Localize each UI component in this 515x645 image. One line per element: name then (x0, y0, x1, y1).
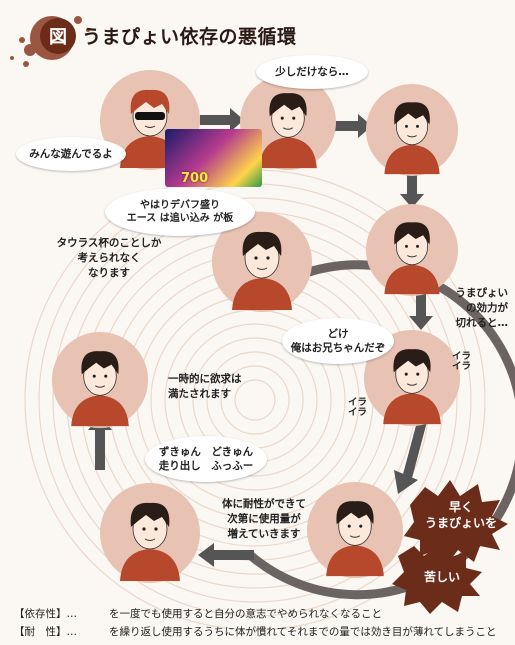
person-hooked (366, 84, 458, 176)
background-ring (52, 197, 458, 603)
shirt (120, 549, 180, 581)
arrow-down-right (394, 418, 428, 494)
person-tolerance (100, 483, 200, 583)
mouth (349, 535, 361, 538)
eye (92, 374, 96, 378)
burst-hurry-text: 早く うまぴょいを (424, 500, 497, 530)
eye (154, 527, 158, 531)
eye (142, 527, 146, 531)
game-card: 700 (165, 129, 262, 187)
eye (266, 256, 270, 260)
hair (130, 89, 170, 114)
page-title: うまぴょい依存の悪循環 (82, 26, 297, 48)
label-taurus: タウラス杯のことしか 考えられなく なります (56, 237, 162, 280)
person-craving (307, 482, 403, 578)
background-ring (234, 379, 276, 421)
arrow-down-2 (409, 290, 433, 330)
bubble-everyone-plays-text: みんな遊んでるよ (29, 147, 113, 160)
label-irritation-2: イラ イラ (348, 397, 368, 419)
bubble-kiss-text: どけ 俺はお兄ちゃんだぞ (290, 327, 386, 354)
mouth (144, 125, 156, 128)
eye (405, 244, 408, 248)
arrow-left-bottom (198, 543, 254, 567)
eye (416, 124, 419, 128)
shirt (384, 144, 440, 175)
shirt (232, 278, 292, 310)
shirt (259, 137, 317, 169)
bubble-debuff-text: やはりデバフ盛り エース は追い込み が板 (126, 199, 234, 225)
burst-painful-text: 苦しい (423, 570, 460, 584)
eye (254, 256, 258, 260)
eye (416, 244, 419, 248)
footnote-dependence-term: 【依存性】… (14, 608, 77, 620)
shirt (384, 264, 440, 295)
hair (394, 102, 430, 125)
eye (292, 116, 296, 120)
footnote-tolerance: 【耐 性】… を繰り返し使用するうちに体が慣れてそれまでの量では効き目が薄れてしま… (14, 624, 497, 639)
person-irritated (364, 330, 460, 426)
hair (81, 351, 119, 375)
hair (130, 502, 170, 527)
eye (359, 524, 363, 528)
arrow-right-1 (200, 108, 244, 132)
hair (336, 501, 374, 525)
hair (269, 93, 307, 117)
hair (242, 231, 282, 256)
label-satisfied: 一時的に欲求は 満たされます (168, 373, 242, 401)
shirt (326, 545, 384, 577)
eye (280, 116, 284, 120)
footnote-tolerance-desc: を繰り返し使用するうちに体が慣れてそれまでの量では効き目が薄れてしまうこと (109, 626, 497, 638)
person-curious (240, 74, 336, 170)
mouth (282, 127, 294, 130)
footnote-dependence: 【依存性】… を一度でも使用すると自分の意志でやめられなくなること (14, 606, 382, 621)
shirt (383, 393, 441, 425)
bubble-sounds: ずきゅん どきゅん 走り出し ふっふー (145, 436, 267, 482)
hair (393, 349, 431, 373)
arrow-right-2 (330, 114, 372, 138)
bubble-debuff: やはりデバフ盛り エース は追い込み が板 (105, 188, 255, 236)
label-wears-off: うまぴょい の効力が 切れると… (455, 287, 509, 330)
label-tolerance: 体に耐性ができて 次第に使用量が 増えていきます (222, 498, 306, 541)
hair (394, 222, 430, 245)
mouth (144, 538, 156, 541)
mouth (407, 255, 417, 258)
person-satisfied (52, 332, 148, 428)
card-number: 700 (181, 171, 209, 186)
eye (405, 124, 408, 128)
sunglasses (135, 112, 165, 120)
mouth (94, 385, 106, 388)
burst-painful (392, 544, 482, 614)
background-ring (178, 323, 332, 477)
bubble-just-a-little-text: 少しだけなら… (275, 65, 349, 78)
eye (404, 372, 408, 376)
label-irritation-1: イラ イラ (452, 351, 472, 373)
bubble-everyone-plays: みんな遊んでるよ (16, 137, 126, 171)
mouth (256, 267, 268, 270)
burst-hurry (404, 480, 508, 566)
background-ring (220, 365, 290, 435)
eye (347, 524, 351, 528)
shirt (71, 395, 129, 427)
footnote-dependence-desc: を一度でも使用すると自分の意志でやめられなくなること (109, 608, 382, 620)
mouth (407, 135, 417, 138)
bubble-just-a-little: 少しだけなら… (256, 55, 368, 89)
person-obsessed (212, 212, 312, 312)
mouth (406, 383, 418, 386)
arrow-down-1 (400, 168, 424, 208)
footnote-tolerance-term: 【耐 性】… (14, 626, 77, 638)
bubble-kiss: どけ 俺はお兄ちゃんだぞ (282, 318, 394, 364)
person-effect-fading (366, 204, 458, 296)
title-badge: 図 (40, 18, 76, 54)
eye (416, 372, 420, 376)
bubble-sounds-text: ずきゅん どきゅん 走り出し ふっふー (158, 445, 254, 472)
eye (104, 374, 108, 378)
